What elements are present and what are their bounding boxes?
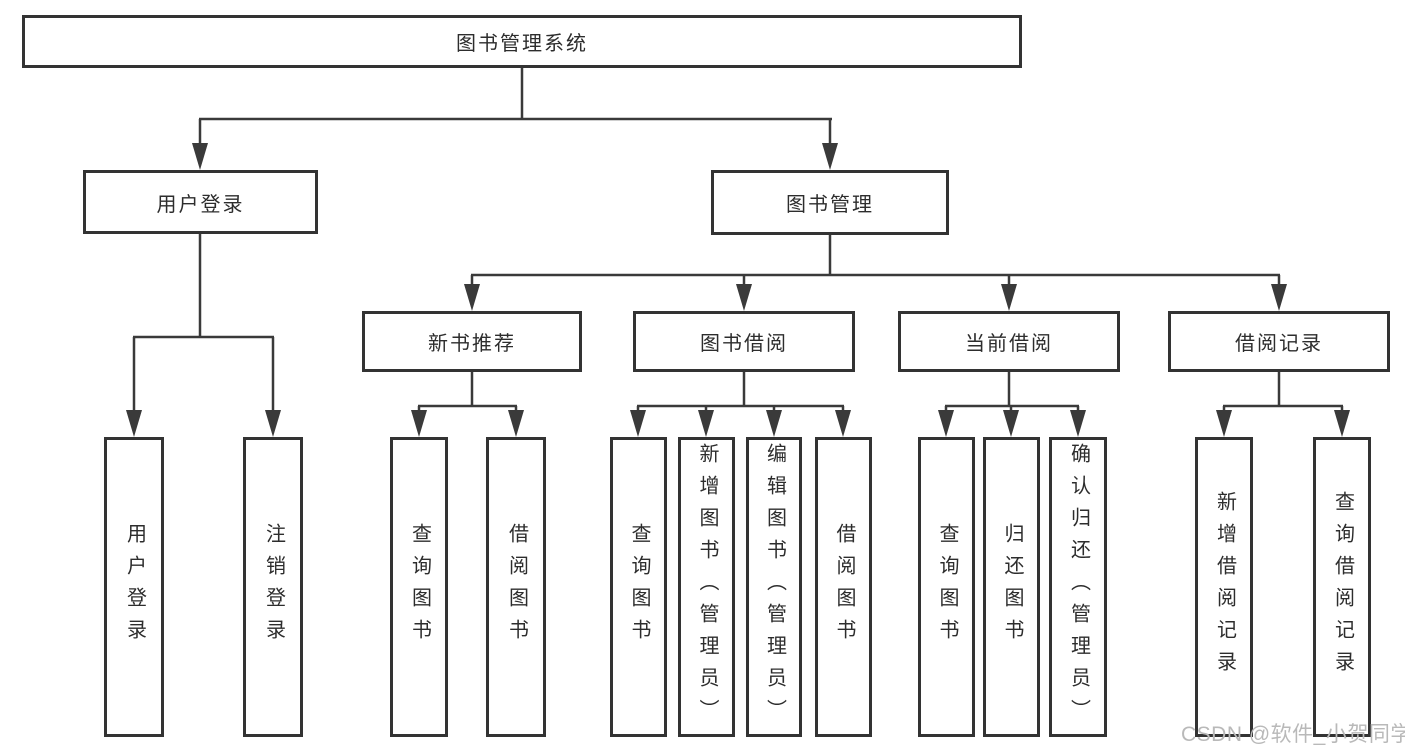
leaf-edit-books-admin: 编辑图书（管理员）: [746, 437, 802, 737]
node-user-login: 用户登录: [83, 170, 318, 234]
node-book-management: 图书管理: [711, 170, 949, 235]
node-label: 确认归还（管理员）: [1067, 443, 1090, 731]
arrowhead-icon: [822, 143, 838, 170]
node-label: 借阅图书: [833, 523, 855, 651]
arrowhead-icon: [464, 284, 480, 311]
watermark: CSDN @软件_小贺同学: [1181, 723, 1405, 746]
leaf-user-login: 用户登录: [104, 437, 164, 737]
arrowhead-icon: [1334, 410, 1350, 437]
leaf-query-books-current: 查询图书: [918, 437, 975, 737]
arrowhead-icon: [192, 143, 208, 170]
leaf-logout: 注销登录: [243, 437, 303, 737]
arrowhead-icon: [698, 410, 714, 437]
node-label: 查询借阅记录: [1331, 491, 1354, 683]
connector-new-book-group: [417, 372, 518, 414]
node-label: 图书管理系统: [456, 33, 588, 55]
node-label: 新增图书（管理员）: [696, 443, 718, 731]
node-label: 新增借阅记录: [1213, 491, 1236, 683]
node-library-management-system: 图书管理系统: [22, 15, 1022, 68]
leaf-confirm-return-admin: 确认归还（管理员）: [1049, 437, 1107, 737]
node-book-borrowing: 图书借阅: [633, 311, 855, 372]
node-borrowing-records: 借阅记录: [1168, 311, 1390, 372]
node-label: 用户登录: [123, 523, 146, 651]
arrowhead-icon: [736, 284, 752, 311]
node-label: 查询图书: [936, 523, 958, 651]
node-label: 注销登录: [262, 523, 285, 651]
node-label: 查询图书: [408, 523, 431, 651]
leaf-add-borrow-record: 新增借阅记录: [1195, 437, 1253, 737]
arrowhead-icon: [265, 410, 281, 437]
node-label: 查询图书: [628, 523, 650, 651]
connector-book-borrowing-group: [636, 372, 845, 414]
node-label: 图书管理: [786, 194, 874, 216]
connector-book-management: [470, 235, 1281, 288]
arrowhead-icon: [630, 410, 646, 437]
arrowhead-icon: [1271, 284, 1287, 311]
node-new-book-recommendation: 新书推荐: [362, 311, 582, 372]
node-label: 借阅记录: [1235, 333, 1323, 355]
arrowhead-icon: [126, 410, 142, 437]
connector-root: [198, 68, 832, 148]
node-label: 编辑图书（管理员）: [763, 443, 786, 731]
node-label: 用户登录: [156, 193, 245, 216]
leaf-query-books-recommendation: 查询图书: [390, 437, 448, 737]
arrowhead-icon: [508, 410, 524, 437]
leaf-query-borrow-record: 查询借阅记录: [1313, 437, 1371, 737]
leaf-add-books-admin: 新增图书（管理员）: [678, 437, 735, 737]
leaf-return-books: 归还图书: [983, 437, 1040, 737]
node-label: 归还图书: [1001, 523, 1023, 651]
arrowhead-icon: [1216, 410, 1232, 437]
arrowhead-icon: [411, 410, 427, 437]
arrowhead-icon: [835, 410, 851, 437]
connector-current-borrowing-group: [944, 372, 1080, 414]
arrowhead-icon: [938, 410, 954, 437]
node-label: 当前借阅: [965, 333, 1053, 355]
leaf-query-books-borrowing: 查询图书: [610, 437, 667, 737]
node-label: 新书推荐: [428, 333, 516, 355]
node-label: 图书借阅: [700, 333, 788, 355]
leaf-borrow-books: 借阅图书: [815, 437, 872, 737]
connector-user-login-group: [132, 234, 275, 414]
node-current-borrowing: 当前借阅: [898, 311, 1120, 372]
arrowhead-icon: [1070, 410, 1086, 437]
leaf-borrow-books-recommendation: 借阅图书: [486, 437, 546, 737]
node-label: 借阅图书: [505, 523, 528, 651]
connector-borrowing-records-group: [1222, 372, 1344, 414]
arrowhead-icon: [1003, 410, 1019, 437]
arrowhead-icon: [1001, 284, 1017, 311]
arrowhead-icon: [766, 410, 782, 437]
